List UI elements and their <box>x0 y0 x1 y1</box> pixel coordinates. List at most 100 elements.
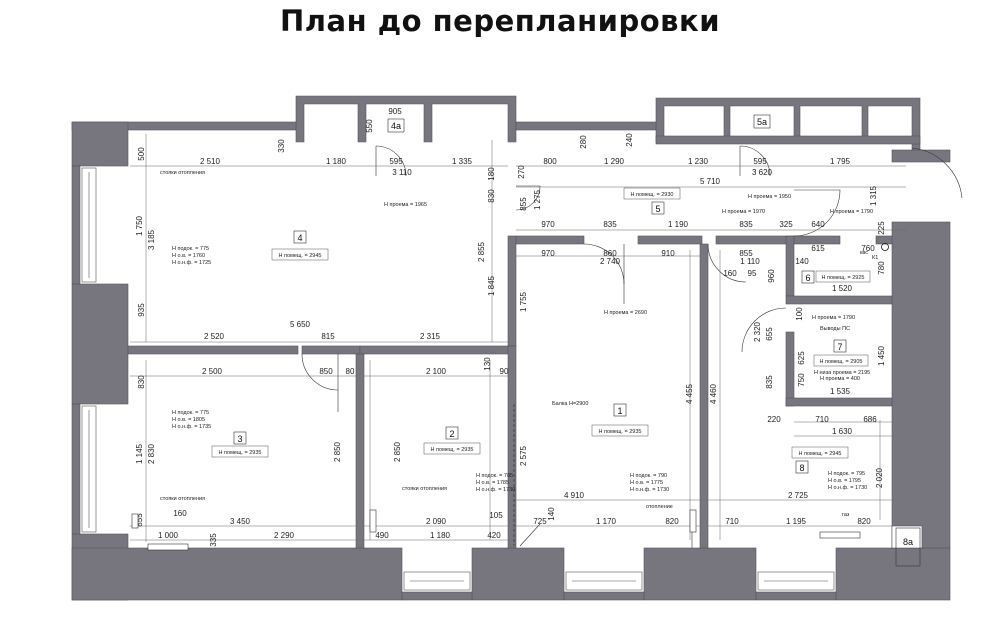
dim-850: 850 <box>319 367 333 376</box>
dim-180: 180 <box>487 167 496 181</box>
room-1-number: 1 <box>617 406 622 416</box>
dim-830b: 830 <box>137 375 146 389</box>
room-7-height: H помещ. = 2905 <box>820 359 863 365</box>
dim-420: 420 <box>487 531 501 540</box>
dim-820a: 820 <box>665 517 679 526</box>
window-1-sill: Н подок. = 790 <box>630 473 667 479</box>
dim-1000: 1 000 <box>158 531 179 540</box>
dim-500: 500 <box>137 147 146 161</box>
room-8a-number: 8a <box>903 537 913 547</box>
note-opening-400: Н проема = 400 <box>820 376 860 382</box>
dim-2315: 2 315 <box>420 332 441 341</box>
door-swings <box>301 145 963 548</box>
window-3-head: Н о.н.ф. = 1735 <box>172 424 211 430</box>
room-8-height: H помещ. = 2945 <box>799 451 842 457</box>
shaft-8a <box>895 527 921 567</box>
dim-835b: 835 <box>739 220 753 229</box>
dim-550: 550 <box>365 119 374 133</box>
heater-symbols <box>131 509 861 551</box>
room-5-number: 5 <box>655 204 660 214</box>
dim-240: 240 <box>625 133 634 147</box>
dim-710b: 710 <box>725 517 739 526</box>
dim-2500: 2 500 <box>202 367 223 376</box>
window-4-sill: Н подок. = 775 <box>172 246 209 252</box>
note-kvs: квс <box>860 250 868 256</box>
windows <box>81 167 835 591</box>
dim-105: 105 <box>489 511 503 520</box>
dim-3450: 3 450 <box>230 517 251 526</box>
note-gas: газ <box>842 512 850 518</box>
room-6-height: H помещ. = 2925 <box>822 275 865 281</box>
dim-970a: 970 <box>541 220 555 229</box>
dim-140: 140 <box>795 257 809 266</box>
window-3-sill: Н подок. = 775 <box>172 410 209 416</box>
window-2-head: Н о.н.ф. = 1730 <box>476 487 515 493</box>
dim-910: 910 <box>661 249 675 258</box>
room-7-number: 7 <box>837 342 842 352</box>
room-3-number: 3 <box>237 434 242 444</box>
dim-595a: 595 <box>389 157 403 166</box>
dim-2725: 2 725 <box>788 491 809 500</box>
dim-1190: 1 190 <box>668 220 689 229</box>
dim-1145: 1 145 <box>135 443 144 464</box>
dim-2575: 2 575 <box>519 445 528 466</box>
room-5a-number: 5a <box>757 117 767 127</box>
dim-1290: 1 290 <box>604 157 625 166</box>
dim-270: 270 <box>517 165 526 179</box>
window-1-head: Н о.н.ф. = 1730 <box>630 487 669 493</box>
dim-325: 325 <box>779 220 793 229</box>
note-heating-risers-3: стояки отопления <box>402 486 447 492</box>
dim-1535: 1 535 <box>830 387 851 396</box>
dim-2090: 2 090 <box>426 517 447 526</box>
notes: стояки отопления стояки отопления стояки… <box>160 170 889 518</box>
note-heating-risers-2: стояки отопления <box>160 496 205 502</box>
dim-815: 815 <box>321 332 335 341</box>
dim-220: 220 <box>767 415 781 424</box>
dim-1180a: 1 180 <box>326 157 347 166</box>
window-3-top: Н о.в. = 1805 <box>172 417 205 423</box>
dim-1845: 1 845 <box>487 275 496 296</box>
room-1-height: H помещ. = 2935 <box>599 429 642 435</box>
dim-2855: 2 855 <box>477 241 486 262</box>
dim-860: 860 <box>603 249 617 258</box>
dim-1795: 1 795 <box>830 157 851 166</box>
dim-1335: 1 335 <box>452 157 473 166</box>
room-4-height: H помещ. = 2945 <box>279 253 322 259</box>
dim-1520: 1 520 <box>832 284 853 293</box>
room-labels: 4 H помещ. = 2945 4a 5 H помещ. = 2930 5… <box>211 114 913 547</box>
note-vents: Выводы ПС <box>820 326 850 332</box>
window-8-top: Н о.в. = 1795 <box>828 478 861 484</box>
dim-95: 95 <box>748 269 757 278</box>
dim-2510: 2 510 <box>200 157 221 166</box>
dim-2320: 2 320 <box>753 321 762 342</box>
riser-icon <box>881 243 889 251</box>
dim-686: 686 <box>863 415 877 424</box>
dim-2740: 2 740 <box>600 257 621 266</box>
note-opening-5: Н проема = 2690 <box>604 310 647 316</box>
note-opening-6: Н проема = 1790 <box>812 315 855 321</box>
dim-280: 280 <box>579 135 588 149</box>
dim-835a: 835 <box>603 220 617 229</box>
window-1-top: Н о.в. = 1775 <box>630 480 663 486</box>
note-opening-2: Н проема = 1970 <box>722 209 765 215</box>
dim-130: 130 <box>483 357 492 371</box>
room-4a-number: 4a <box>391 121 401 131</box>
dim-655: 655 <box>765 327 774 341</box>
room-4-number: 4 <box>297 233 302 243</box>
note-k1: К1 <box>872 255 878 261</box>
dim-4455: 4 455 <box>685 383 694 404</box>
window-4-top: Н о.в. = 1760 <box>172 253 205 259</box>
room-5-height: H помещ. = 2930 <box>631 192 674 198</box>
dim-760: 760 <box>861 244 875 253</box>
dimension-numbers: 905 550 240 280 500 2 510 330 1 180 595 … <box>135 107 886 547</box>
dim-2830: 2 830 <box>147 443 156 464</box>
dim-750: 750 <box>797 373 806 387</box>
dim-970b: 970 <box>541 249 555 258</box>
dim-960: 960 <box>767 269 776 283</box>
dim-1230: 1 230 <box>688 157 709 166</box>
dim-1755: 1 755 <box>519 291 528 312</box>
dim-640: 640 <box>811 220 825 229</box>
dim-1275: 1 275 <box>533 189 542 210</box>
dim-830a: 830 <box>487 189 496 203</box>
